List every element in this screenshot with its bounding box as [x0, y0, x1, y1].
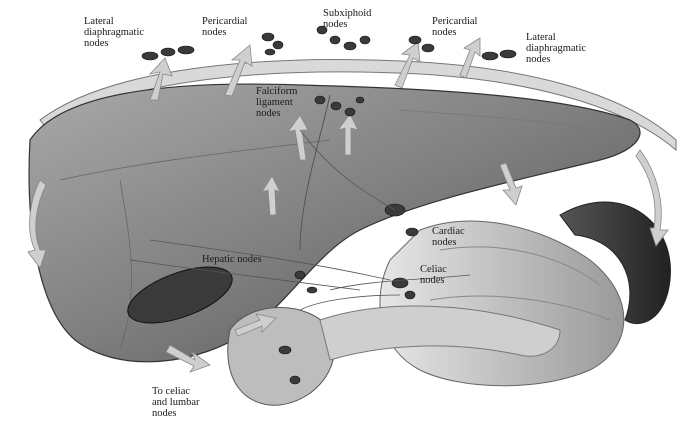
label-lateral-diaphragmatic-right: Lateral diaphragmatic nodes: [526, 32, 586, 65]
label-pericardial-left: Pericardial nodes: [202, 16, 247, 38]
label-celiac: Celiac nodes: [420, 264, 447, 286]
label-cardiac: Cardiac nodes: [432, 226, 465, 248]
label-hepatic: Hepatic nodes: [202, 254, 262, 265]
label-pericardial-right: Pericardial nodes: [432, 16, 477, 38]
label-falciform-ligament: Falciform ligament nodes: [256, 86, 297, 119]
label-lateral-diaphragmatic-left: Lateral diaphragmatic nodes: [84, 16, 144, 49]
stomach: [380, 221, 624, 386]
label-celiac-lumbar: To celiac and lumbar nodes: [152, 386, 200, 419]
label-subxiphoid: Subxiphoid nodes: [323, 8, 371, 30]
duodenum: [228, 308, 335, 406]
